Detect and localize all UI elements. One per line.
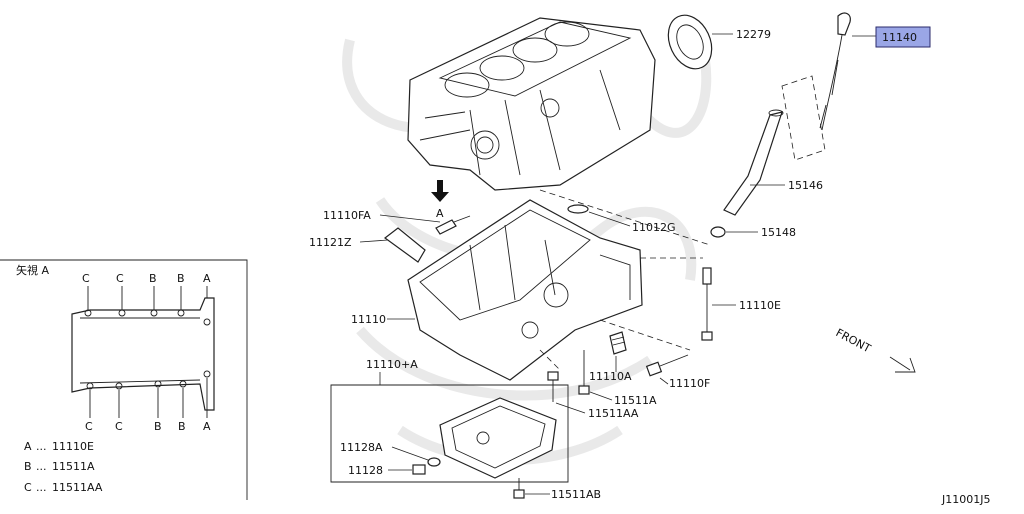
oil-pan[interactable] bbox=[439, 397, 557, 479]
label-12279[interactable]: 12279 bbox=[736, 28, 771, 41]
gauge-guide-15146[interactable] bbox=[723, 109, 784, 216]
oil-pan-group-box bbox=[330, 384, 569, 483]
label-11110FA[interactable]: 11110FA bbox=[323, 209, 371, 222]
label-15146[interactable]: 15146 bbox=[788, 179, 823, 192]
plug-11012G[interactable] bbox=[567, 204, 589, 214]
drain-plug-11128[interactable] bbox=[412, 464, 426, 475]
label-11110-plus-a[interactable]: 11110+A bbox=[366, 358, 418, 371]
legend-key-a: A bbox=[24, 440, 32, 453]
label-11121Z[interactable]: 11121Z bbox=[309, 236, 352, 249]
inset-top-letter-4: B bbox=[177, 272, 185, 285]
bolt-11110E[interactable] bbox=[701, 267, 713, 341]
bolt-11110F[interactable] bbox=[645, 354, 689, 377]
inset-bottom-letter-1: C bbox=[85, 420, 93, 433]
label-11140[interactable]: 11140 bbox=[882, 31, 917, 44]
label-15148[interactable]: 15148 bbox=[761, 226, 796, 239]
inset-title: 矢視 A bbox=[16, 263, 49, 277]
inset-top-letter-1: C bbox=[82, 272, 90, 285]
oil-seal-12279[interactable] bbox=[660, 8, 720, 76]
inset-top-letter-5: A bbox=[203, 272, 211, 285]
label-11110A[interactable]: 11110A bbox=[589, 370, 632, 383]
lower-cylinder-block-11110[interactable] bbox=[407, 199, 643, 381]
inset-bottom-letter-3: B bbox=[154, 420, 162, 433]
diagram-code: J11001J5 bbox=[941, 493, 990, 506]
oil-level-gauge-11140[interactable] bbox=[819, 12, 851, 131]
highlighted-part-box bbox=[875, 26, 931, 48]
inset-view-a: 矢視 A C C B B A C C B B A A ... 11110E B … bbox=[0, 259, 248, 500]
legend-part-b[interactable]: 11511A bbox=[52, 460, 95, 473]
inset-bottom-letter-4: B bbox=[178, 420, 186, 433]
front-arrow-icon bbox=[889, 356, 916, 373]
view-arrow-icon bbox=[431, 180, 449, 202]
o-ring-15148[interactable] bbox=[710, 226, 726, 238]
bracket-11121Z[interactable] bbox=[383, 227, 426, 263]
inset-bottom-letter-5: A bbox=[203, 420, 211, 433]
label-11012G[interactable]: 11012G bbox=[632, 221, 676, 234]
bolt-11511A[interactable] bbox=[578, 350, 590, 395]
front-label: FRONT bbox=[834, 326, 874, 355]
view-marker-a: A bbox=[436, 207, 444, 220]
label-11110E[interactable]: 11110E bbox=[739, 299, 781, 312]
label-11110[interactable]: 11110 bbox=[351, 313, 386, 326]
inset-block-outline bbox=[71, 297, 215, 411]
inset-top-letter-3: B bbox=[149, 272, 157, 285]
bolt-11511AB[interactable] bbox=[513, 478, 525, 499]
legend-key-c: C bbox=[24, 481, 32, 494]
inset-legend: A ... 11110E B ... 11511A C ... 11511AA bbox=[24, 440, 103, 494]
legend-sep-a: ... bbox=[36, 440, 47, 453]
bolt-11110FA[interactable] bbox=[435, 215, 471, 235]
legend-part-a[interactable]: 11110E bbox=[52, 440, 94, 453]
legend-sep-c: ... bbox=[36, 481, 47, 494]
legend-sep-b: ... bbox=[36, 460, 47, 473]
label-11128[interactable]: 11128 bbox=[348, 464, 383, 477]
label-11511A[interactable]: 11511A bbox=[614, 394, 657, 407]
label-11128A[interactable]: 11128A bbox=[340, 441, 383, 454]
stud-11110A[interactable] bbox=[609, 331, 627, 355]
cylinder-block[interactable] bbox=[407, 17, 656, 191]
label-11110F[interactable]: 11110F bbox=[669, 377, 710, 390]
legend-part-c[interactable]: 11511AA bbox=[52, 481, 103, 494]
label-11511AB[interactable]: 11511AB bbox=[551, 488, 601, 501]
washer-11128A[interactable] bbox=[427, 457, 441, 467]
inset-bottom-letter-2: C bbox=[115, 420, 123, 433]
inset-top-letter-2: C bbox=[116, 272, 124, 285]
legend-key-b: B bbox=[24, 460, 32, 473]
label-11511AA[interactable]: 11511AA bbox=[588, 407, 639, 420]
bolt-11511AA[interactable] bbox=[547, 371, 559, 402]
